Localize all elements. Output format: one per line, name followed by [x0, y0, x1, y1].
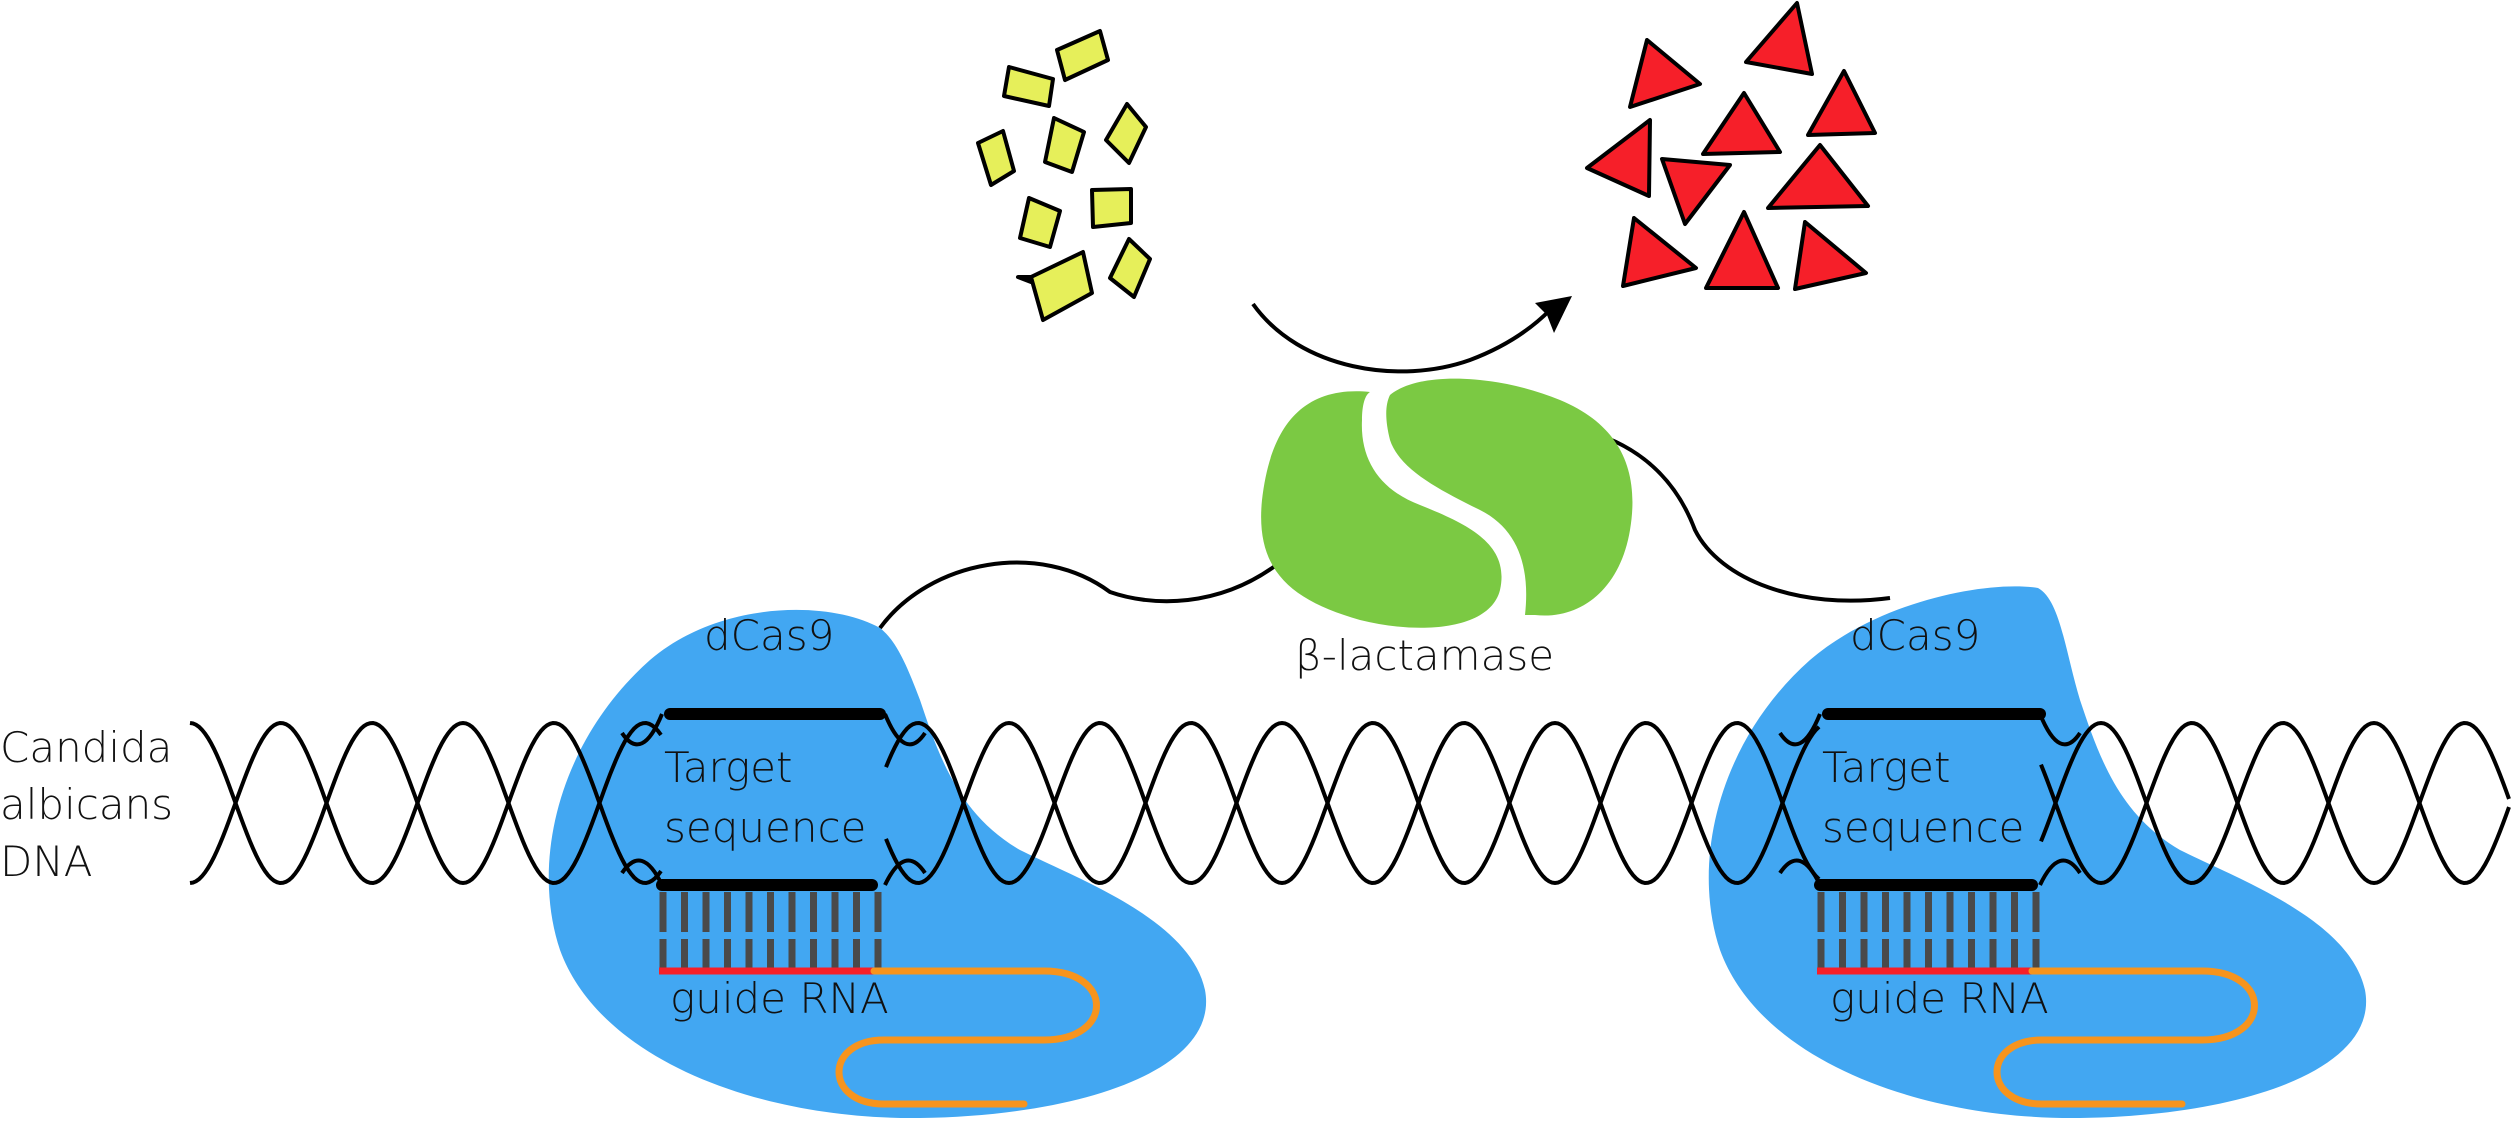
product-triangle [1766, 143, 1870, 210]
dcas9-left-blob [548, 609, 1207, 1119]
product-triangle [1793, 220, 1868, 291]
substrate-group [976, 29, 1152, 322]
substrate-square [1002, 65, 1055, 108]
target-label-left-line2: sequence [664, 803, 866, 852]
product-triangle [1744, 1, 1814, 76]
dcas9-label-right: dCas9 [1850, 611, 1980, 660]
organism-label-line2: albicans [0, 780, 173, 829]
substrate-square [1108, 237, 1152, 299]
substrate-square [1104, 102, 1148, 165]
target-label-right-line1: Target [1822, 743, 1950, 792]
guide-rna-right [1817, 892, 2258, 1108]
guide-rna-label-right: guide RNA [1830, 974, 2049, 1023]
substrate-square [1029, 250, 1094, 322]
dna-bubble-arc [2038, 858, 2082, 886]
dna-double-helix [189, 713, 2511, 886]
organism-label-line1: Candida [0, 723, 172, 772]
enzyme-label: β-lactamase [1295, 631, 1554, 680]
guide-rna-left [659, 892, 1100, 1108]
product-group [1585, 1, 1877, 291]
dcas9-label-left: dCas9 [704, 611, 834, 660]
dna-strand-1 [189, 720, 2511, 886]
dna-strand-2 [189, 720, 2511, 886]
dna-bubble-arc [883, 713, 927, 747]
conversion-arrow [1251, 302, 1552, 374]
substrate-square [1090, 187, 1133, 229]
product-triangle [1628, 38, 1702, 109]
linker-right [1589, 430, 1891, 603]
guide-rna-scaffold [835, 967, 1100, 1108]
substrate-square [1055, 29, 1110, 82]
target-opening-right [1814, 708, 2046, 891]
beta-lactamase-enzyme [1261, 378, 1633, 628]
target-opening-left [656, 708, 886, 891]
arrow-head-icon [1535, 296, 1572, 333]
beta-lactamase-lobe-right [1386, 378, 1633, 616]
product-triangle [1660, 157, 1732, 226]
product-triangle [1701, 91, 1782, 156]
product-triangle [1704, 210, 1780, 290]
guide-rna-scaffold [1993, 967, 2258, 1108]
product-triangle [1806, 69, 1877, 137]
product-triangle [1621, 216, 1698, 288]
target-label-left-line1: Target [664, 743, 792, 792]
dna-bubble-arc [2038, 713, 2082, 747]
dna-bubble-arc [1778, 858, 1822, 886]
target-label-right-line2: sequence [1822, 803, 2024, 852]
organism-label-line3: DNA [0, 837, 93, 886]
guide-rna-label-left: guide RNA [670, 974, 889, 1023]
substrate-square [1016, 275, 1033, 284]
linker-left [878, 558, 1285, 630]
beta-lactamase-lobe-left [1261, 391, 1502, 628]
dna-bubble-arc [620, 713, 664, 747]
product-triangle [1585, 118, 1652, 198]
dna-bubble-arc [1778, 713, 1822, 747]
substrate-square [1043, 116, 1086, 174]
dna-bubble-arc [883, 858, 927, 886]
dna-bubble-arc [620, 858, 664, 886]
substrate-square [976, 129, 1016, 187]
substrate-square [1018, 196, 1062, 249]
